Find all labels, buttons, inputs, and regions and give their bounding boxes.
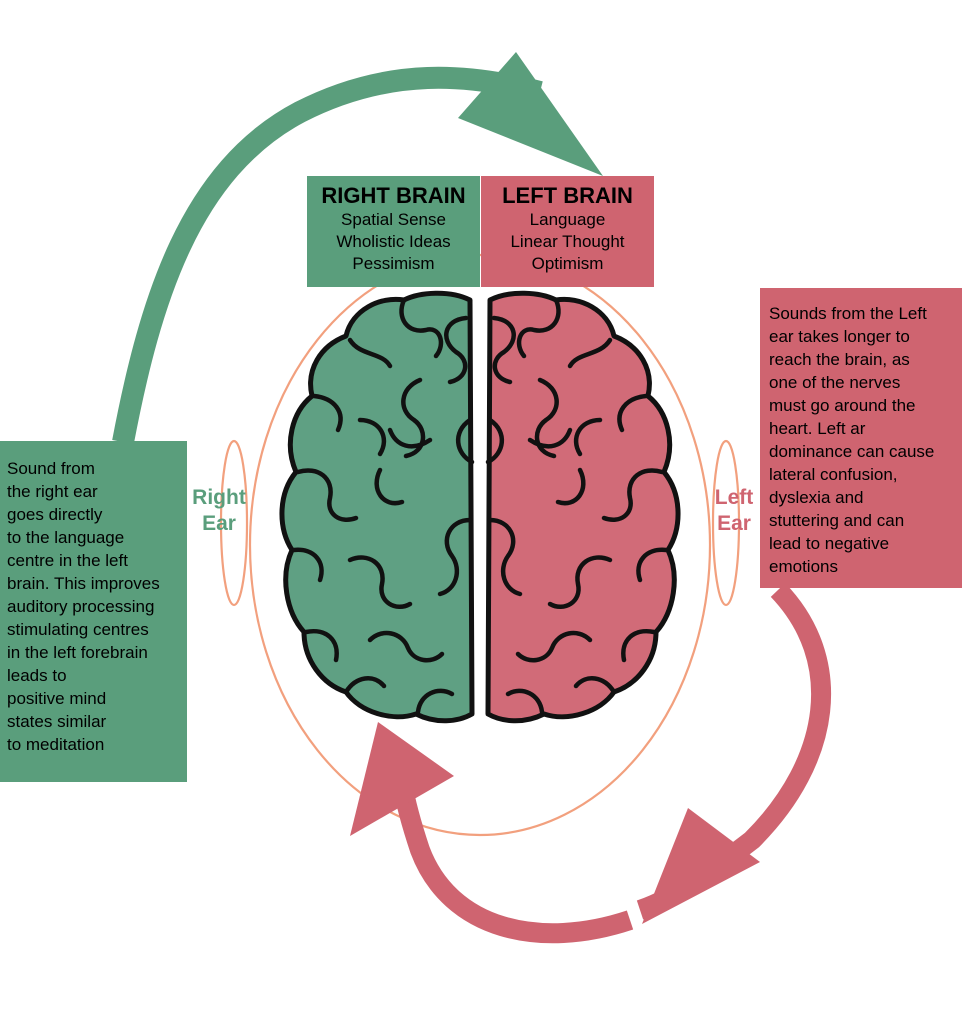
- note-line: leads to: [7, 666, 67, 685]
- note-line: centre in the left: [7, 551, 128, 570]
- right-ear-icon: [219, 439, 249, 607]
- note-line: lateral confusion,: [769, 465, 898, 484]
- left-brain-title: LEFT BRAIN: [502, 183, 633, 208]
- note-line: to meditation: [7, 735, 105, 754]
- right-brain-title: RIGHT BRAIN: [321, 183, 466, 208]
- note-line: states similar: [7, 712, 107, 731]
- head-outline: [248, 253, 712, 837]
- right-ear-note: Sound from the right ear goes directly t…: [0, 441, 187, 782]
- left-ear-label-line: Left: [714, 486, 754, 509]
- note-line: Sounds from the Left: [769, 304, 927, 323]
- note-line: stuttering and can: [769, 511, 905, 530]
- left-ear-label: Left Ear: [699, 485, 769, 537]
- right-brain-trait: Pessimism: [352, 254, 435, 273]
- left-hemisphere: [485, 290, 681, 724]
- note-line: the right ear: [7, 482, 98, 501]
- note-line: dyslexia and: [769, 488, 864, 507]
- left-brain-trait: Optimism: [531, 254, 604, 273]
- note-line: Sound from: [7, 459, 95, 478]
- note-line: lead to negative: [769, 534, 890, 553]
- left-ear-icon: [711, 439, 741, 607]
- left-ear-note: Sounds from the Left ear takes longer to…: [760, 288, 962, 588]
- left-brain-box: LEFT BRAIN Language Linear Thought Optim…: [481, 176, 654, 287]
- note-line: heart. Left ar: [769, 419, 866, 438]
- right-hemisphere: [279, 290, 475, 724]
- green-curved-arrow: [112, 52, 603, 445]
- note-line: one of the nerves: [769, 373, 901, 392]
- note-line: ear takes longer to: [769, 327, 910, 346]
- note-line: in the left forebrain: [7, 643, 148, 662]
- note-line: auditory processing: [7, 597, 155, 616]
- right-ear-label: Right Ear: [184, 485, 254, 537]
- right-brain-box: RIGHT BRAIN Spatial Sense Wholistic Idea…: [307, 176, 480, 287]
- left-brain-trait: Linear Thought: [510, 232, 625, 251]
- red-curved-arrow: [350, 583, 832, 944]
- left-ear-label-line: Ear: [717, 512, 751, 535]
- note-line: reach the brain, as: [769, 350, 910, 369]
- right-ear-label-line: Ear: [202, 512, 236, 535]
- note-line: stimulating centres: [7, 620, 149, 639]
- note-line: positive mind: [7, 689, 107, 708]
- note-line: to the language: [7, 528, 125, 547]
- note-line: dominance can cause: [769, 442, 935, 461]
- right-ear-label-line: Right: [192, 486, 246, 509]
- note-line: emotions: [769, 557, 838, 576]
- right-brain-trait: Spatial Sense: [341, 210, 446, 229]
- note-line: must go around the: [769, 396, 916, 415]
- right-brain-trait: Wholistic Ideas: [336, 232, 451, 251]
- note-line: goes directly: [7, 505, 103, 524]
- left-brain-trait: Language: [529, 210, 606, 229]
- note-line: brain. This improves: [7, 574, 160, 593]
